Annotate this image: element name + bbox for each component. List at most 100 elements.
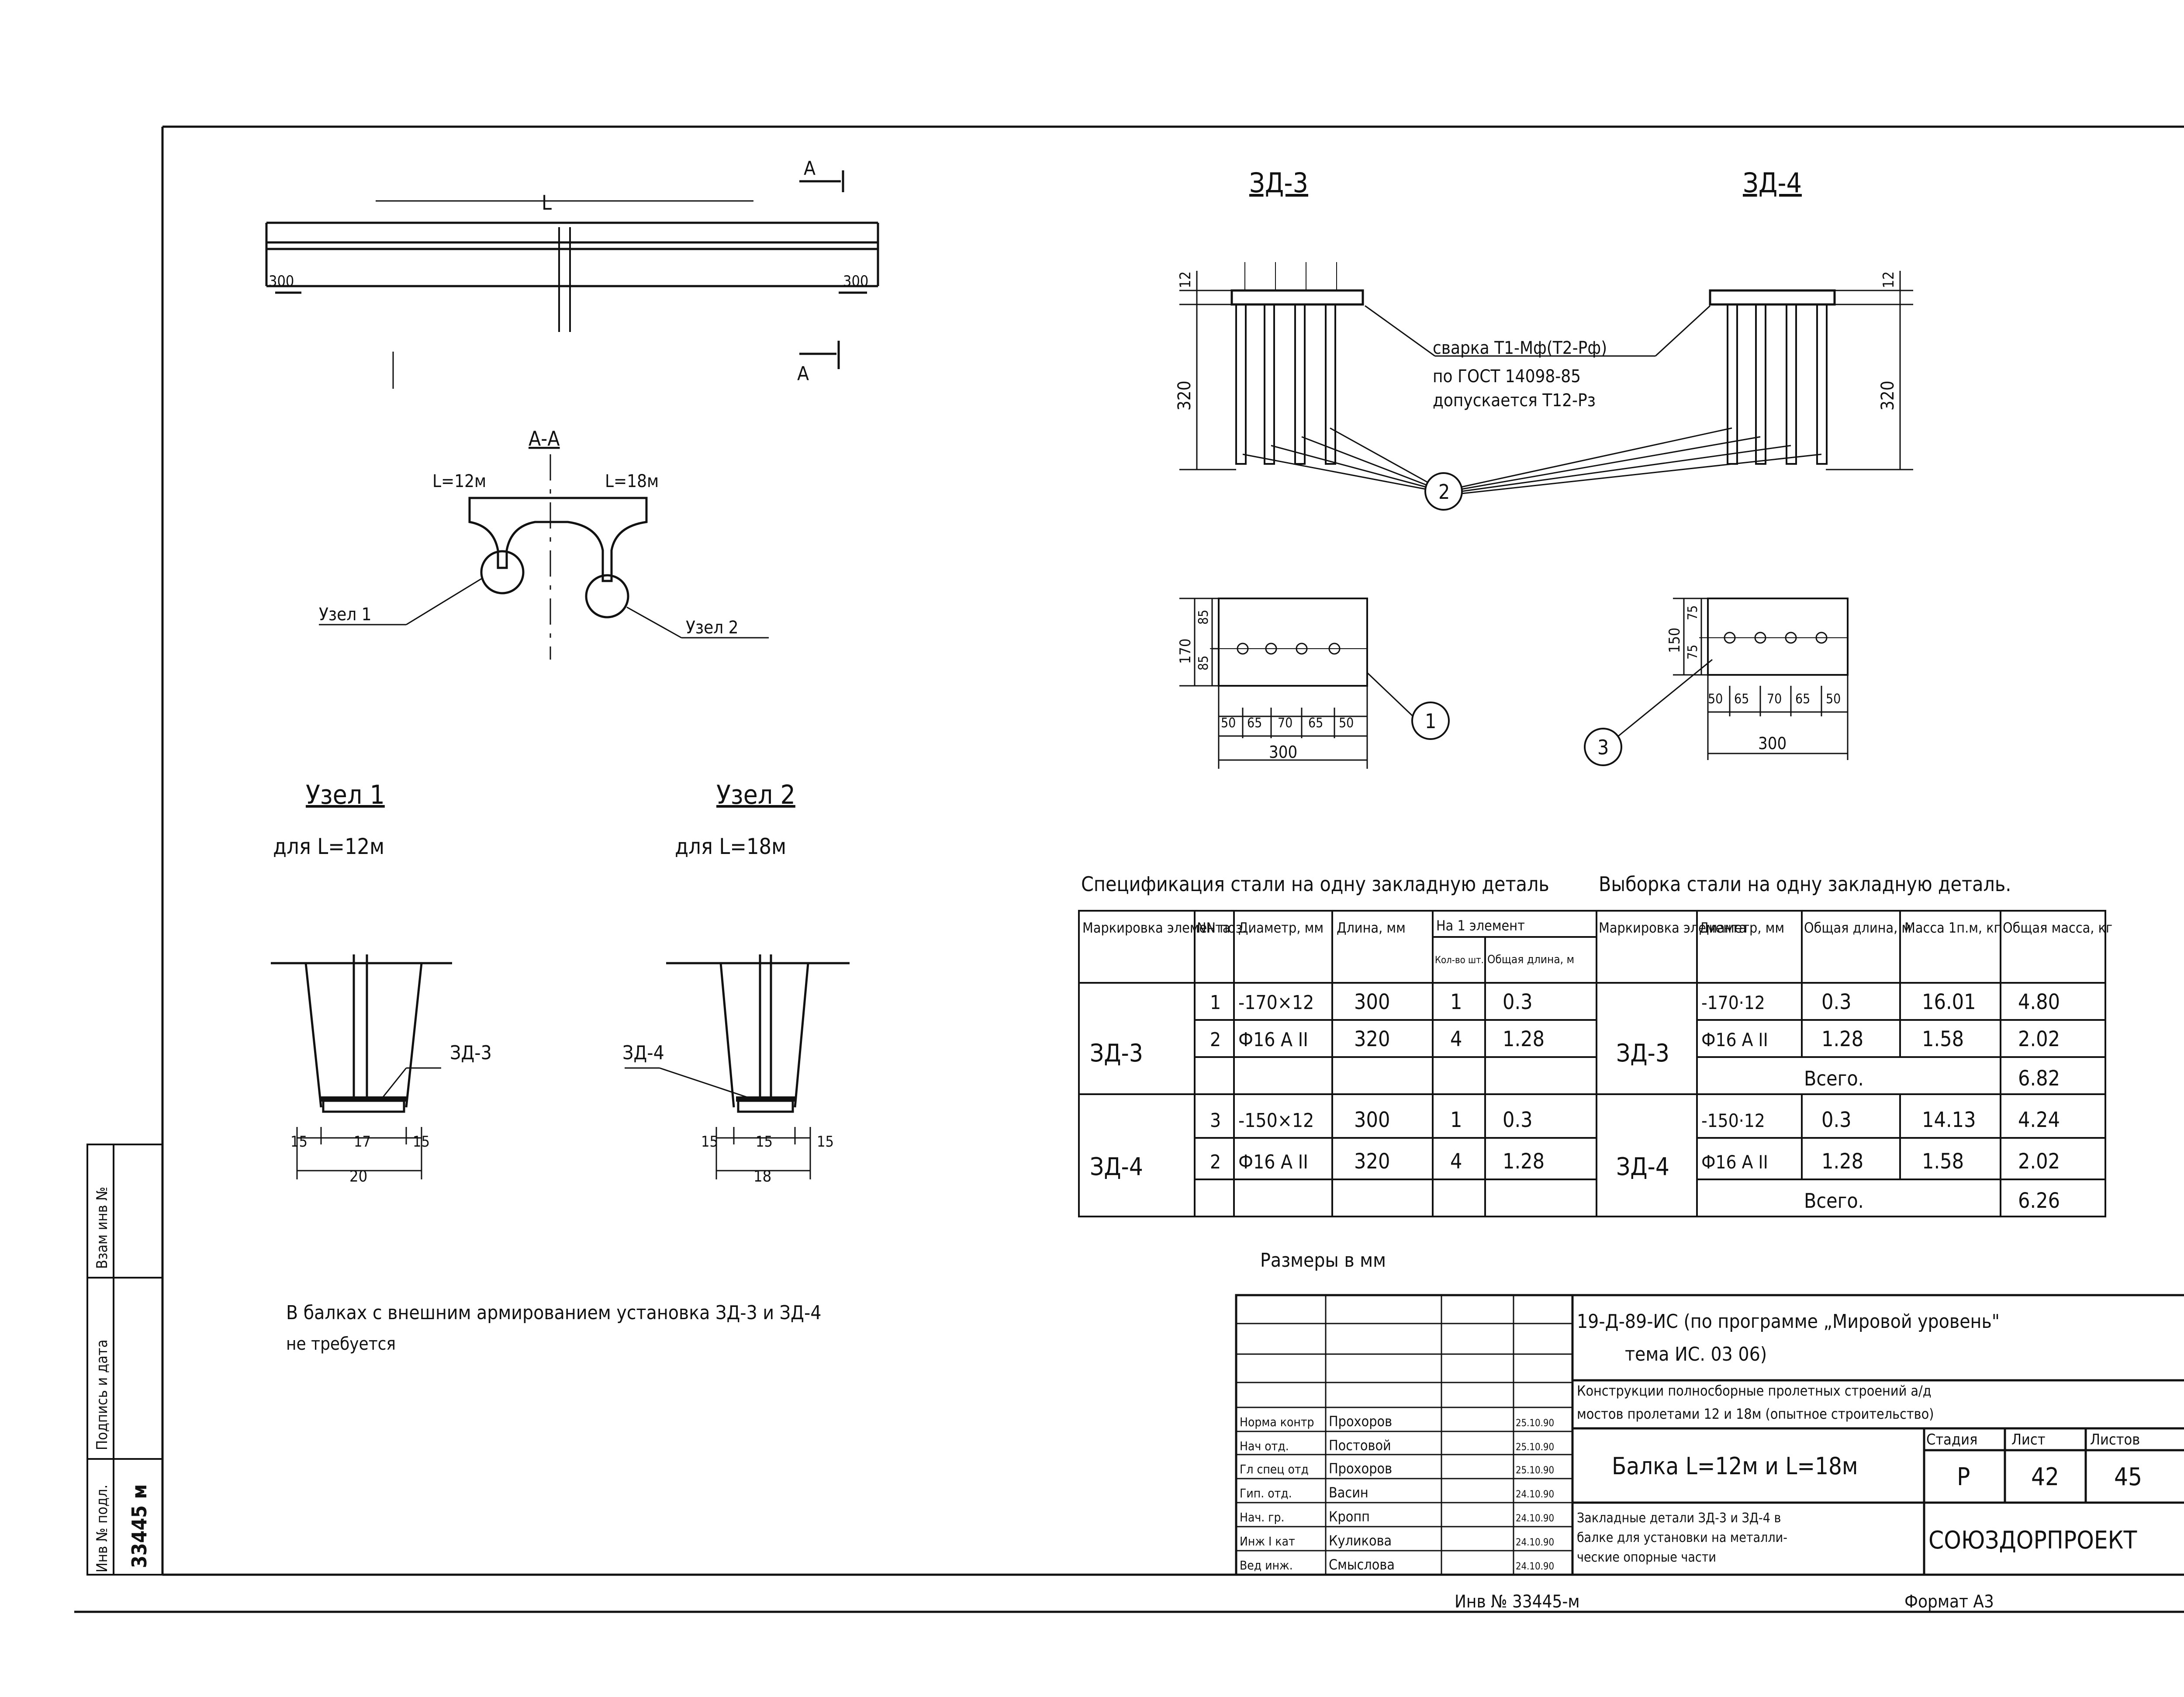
staff-date: 25.10.90 (1516, 1442, 1554, 1453)
node1-tag: ЗД-3 (450, 1042, 492, 1064)
spec-r3-diam: -150×12 (1238, 1109, 1314, 1132)
zd4-spacing-4: 65 (1795, 691, 1810, 707)
node2-tag: ЗД-4 (622, 1042, 664, 1064)
spec-r1-qty: 1 (1450, 990, 1462, 1014)
sel-r4-total: 4.24 (2018, 1108, 2060, 1132)
node2-dim-a: 15 (701, 1133, 718, 1151)
section-a-a (319, 454, 769, 660)
node1-dim-c: 15 (413, 1133, 430, 1151)
tb-sheet-label: Лист (2011, 1431, 2046, 1448)
zd4-spacing-3: 70 (1767, 691, 1782, 707)
spec-r2-qty: 4 (1450, 1027, 1462, 1051)
spec-mark-zd4: ЗД-4 (1090, 1153, 1143, 1181)
sel-h-diam: Диаметр, мм (1699, 919, 1784, 936)
sel-r5-len: 1.28 (1821, 1149, 1863, 1174)
tb-part-name: Балка L=12м и L=18м (1612, 1452, 1858, 1480)
staff-role: Норма контр (1240, 1415, 1314, 1429)
zd4-spacing-5: 50 (1826, 691, 1841, 707)
sel-r4-len: 0.3 (1821, 1108, 1852, 1132)
node1-dim-total: 20 (349, 1168, 367, 1185)
spec-r4-pos: 2 (1210, 1151, 1221, 1173)
weld-note-line1: сварка Т1-Мф(Т2-Рф) (1433, 338, 1607, 358)
zd3-thick: 12 (1177, 271, 1194, 288)
node2-dim-c: 15 (817, 1133, 834, 1151)
title-block (1235, 1294, 2184, 1576)
spec-h-pos: NN поз. (1197, 919, 1246, 936)
staff-name: Васин (1329, 1484, 1368, 1501)
zd3-plate-h1: 85 (1196, 610, 1211, 625)
node1-callout: Узел 1 (319, 605, 372, 625)
section-title: А-А (529, 427, 560, 450)
node1-dim-a: 15 (290, 1133, 308, 1151)
spec-r2-diam: Ф16 А II (1238, 1029, 1308, 1051)
spec-r1-pos: 1 (1210, 992, 1221, 1014)
staff-date: 25.10.90 (1516, 1465, 1554, 1476)
section-mark-bottom: А (797, 363, 809, 385)
side-stamp (86, 1144, 163, 1576)
sel-h-total: Общая масса, кг (2003, 919, 2112, 936)
staff-date: 25.10.90 (1516, 1418, 1554, 1429)
spec-r3-pos: 3 (1210, 1109, 1221, 1132)
staff-date: 24.10.90 (1516, 1513, 1554, 1524)
sel-r3-label: Всего. (1804, 1067, 1864, 1090)
node2-dim-b: 15 (756, 1133, 773, 1151)
zd4-plate-plan (1584, 598, 1849, 766)
tb-topic: тема ИС. 03 06) (1625, 1343, 1767, 1365)
node1-title: Узел 1 (306, 780, 385, 810)
spec-r2-pos: 2 (1210, 1029, 1221, 1051)
sel-r2-mass: 1.58 (1922, 1027, 1964, 1051)
zd3-spacing-3: 70 (1278, 715, 1292, 731)
node2-callout: Узел 2 (686, 618, 739, 638)
zd4-plate-h2: 75 (1685, 645, 1700, 660)
dim-l-label: L (542, 191, 552, 214)
spec-r1-diam: -170×12 (1238, 992, 1314, 1014)
zd3-elevation (1179, 262, 1364, 470)
inv-bottom: Инв № 33445-м (1455, 1592, 1580, 1612)
spec-h-qty: Кол-во шт. (1435, 955, 1484, 966)
tb-desc-1: Конструкции полносборные пролетных строе… (1577, 1382, 1932, 1399)
zd3-spacing-1: 50 (1221, 715, 1236, 731)
zd4-thick: 12 (1880, 271, 1897, 288)
sel-r1-len: 0.3 (1821, 990, 1852, 1014)
tb-sheets: 45 (2114, 1463, 2142, 1491)
zd3-spacing-4: 65 (1308, 715, 1323, 731)
tb-stage: Р (1957, 1463, 1970, 1491)
staff-role: Инж I кат (1240, 1534, 1295, 1548)
tb-sheet-desc-3: ческие опорные части (1577, 1550, 1716, 1565)
sel-r4-mass: 14.13 (1922, 1108, 1976, 1132)
section-mark-top: А (804, 157, 816, 180)
weld-leaders (1242, 305, 1822, 511)
end-dim-right: 300 (843, 273, 868, 290)
spec-h-mark: Маркировка элемента (1082, 919, 1230, 936)
staff-role: Гип. отд. (1240, 1486, 1292, 1500)
zd3-spacing-5: 50 (1339, 715, 1354, 731)
staff-role: Гл спец отд (1240, 1462, 1309, 1476)
sel-mark-zd3: ЗД-3 (1616, 1039, 1669, 1068)
staff-date: 24.10.90 (1516, 1489, 1554, 1500)
spec-r3-len: 300 (1354, 1108, 1390, 1132)
weld-bead (736, 1096, 795, 1102)
zd3-title: ЗД-3 (1249, 167, 1308, 199)
units-note: Размеры в мм (1260, 1249, 1386, 1272)
section-label-left: L=12м (432, 471, 486, 491)
zd4-spacing-1: 50 (1708, 691, 1723, 707)
spec-r3-total: 0.3 (1503, 1108, 1533, 1132)
spec-r4-total: 1.28 (1503, 1149, 1545, 1174)
side-sign: Подпись и дата (93, 1340, 111, 1450)
bottom-note-line1: В балках с внешним армированием установк… (286, 1302, 821, 1324)
tb-sheet-desc-2: балке для установки на металли- (1577, 1530, 1787, 1545)
zd3-spacing-2: 65 (1247, 715, 1262, 731)
sel-r2-total: 2.02 (2018, 1027, 2060, 1051)
sel-r1-mass: 16.01 (1922, 990, 1976, 1014)
spec-mark-zd3: ЗД-3 (1090, 1039, 1143, 1068)
zd4-plate-h: 150 (1666, 628, 1683, 653)
node1-subtitle: для L=12м (273, 834, 384, 859)
zd4-spacing-2: 65 (1734, 691, 1749, 707)
side-repl: Взам инв № (93, 1187, 111, 1269)
sel-r2-len: 1.28 (1821, 1027, 1863, 1051)
sel-r6-total: 6.26 (2018, 1189, 2060, 1213)
sel-h-mass: Масса 1п.м, кг (1904, 919, 2001, 936)
zd3-plate-h2: 85 (1196, 656, 1211, 671)
tb-desc-2: мостов пролетами 12 и 18м (опытное строи… (1577, 1406, 1934, 1422)
zd3-height: 320 (1175, 380, 1195, 411)
